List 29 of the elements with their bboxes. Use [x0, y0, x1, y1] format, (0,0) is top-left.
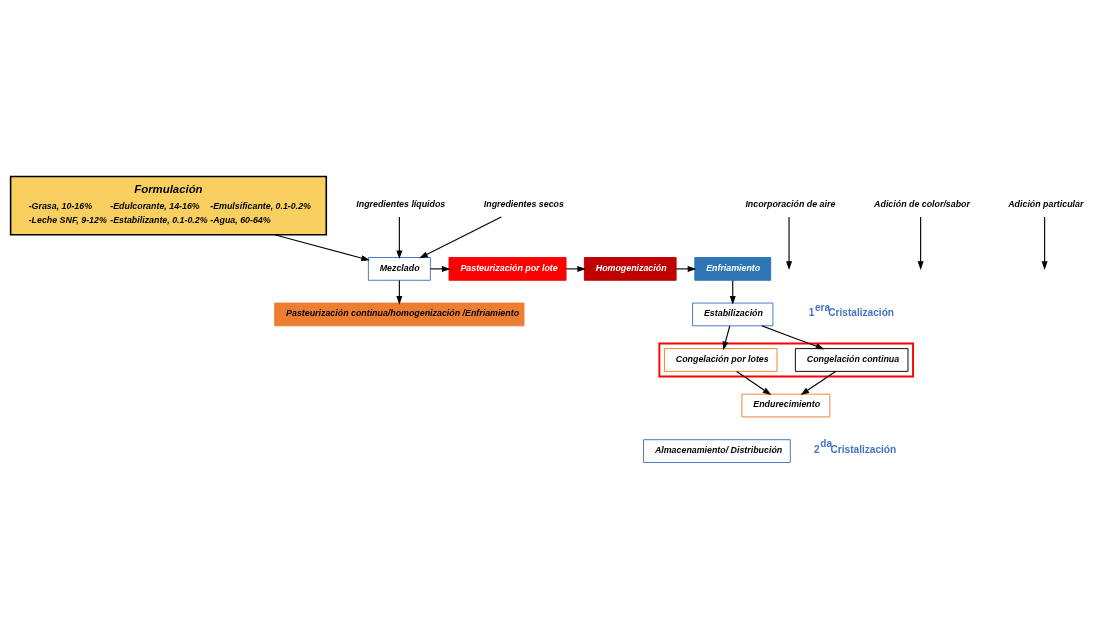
node-text: Incorporación de aire	[745, 199, 836, 210]
node-text: Adición de color/sabor	[874, 199, 970, 210]
node-box: Almacenamiento/ Distribución	[643, 439, 791, 463]
node-box: Congelación por lotes	[663, 348, 778, 372]
arrow	[429, 265, 451, 272]
arrow	[565, 265, 586, 272]
node-text: Ingredientes secos	[483, 199, 564, 210]
arrow	[274, 234, 370, 262]
arrow	[675, 265, 697, 272]
node-box: Pasteurización por lote	[448, 257, 567, 281]
node-box: Estabilización	[692, 302, 774, 327]
arrow	[917, 216, 924, 270]
arrow	[800, 370, 837, 395]
node-box: Pasteurización continua/homogenización /Enfriamiento	[274, 302, 525, 327]
node-box: Enfriamiento	[694, 257, 772, 281]
arrow	[786, 216, 793, 270]
node-text: Adición particular	[1008, 199, 1084, 210]
node-box: Mezclado	[367, 257, 431, 281]
node-box: Homogenización	[583, 257, 677, 281]
node-text: Ingredientes líquidos	[356, 199, 446, 210]
node-box: Congelación continua	[794, 348, 909, 372]
node-box: Endurecimiento	[741, 393, 831, 418]
arrow	[722, 325, 731, 351]
arrow	[1041, 216, 1048, 270]
node-box: Formulación -Grasa, 10-16% -Edulcorante, 14-16% -Emulsificante, 0.1-0.2% -Leche SNF, 9-12% -Estabilizante, 0.1-0.2% -Agua, 60-64%	[9, 175, 328, 236]
arrow	[419, 216, 502, 259]
arrow	[736, 370, 772, 395]
arrow	[396, 216, 403, 260]
arrow	[761, 325, 825, 350]
